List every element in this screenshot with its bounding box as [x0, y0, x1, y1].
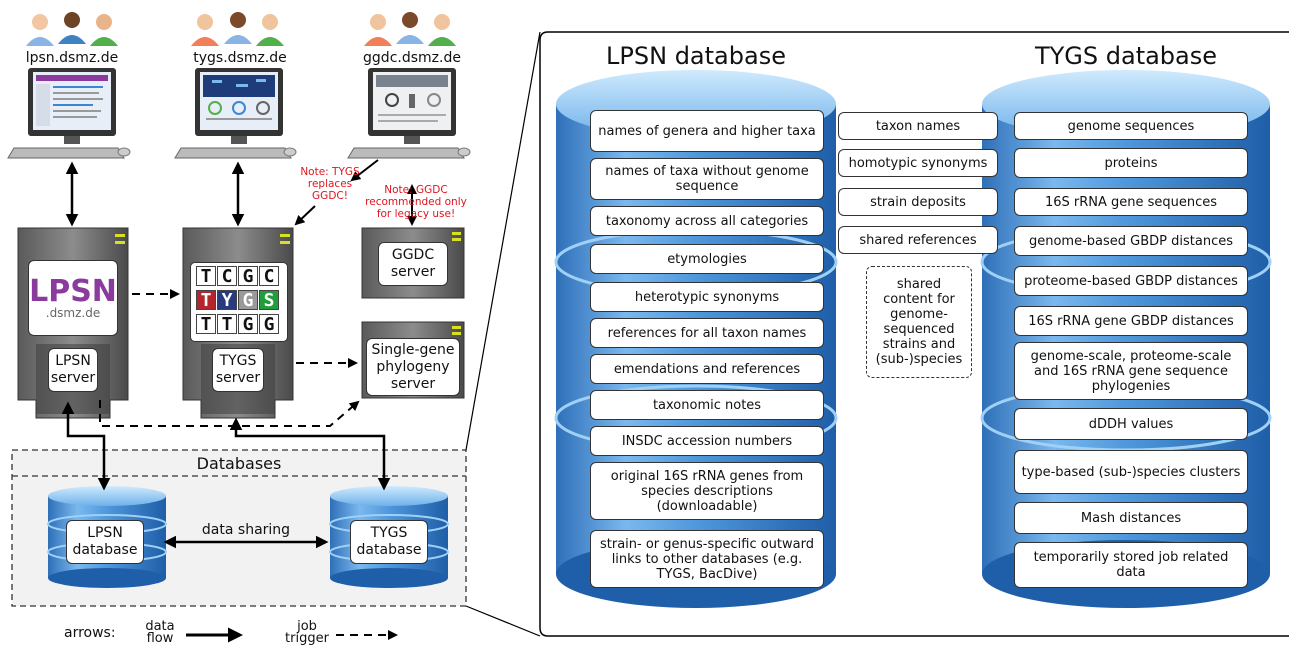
lpsn-item: names of taxa without genome sequence	[590, 158, 824, 200]
data-sharing-label: data sharing	[201, 522, 291, 538]
tile: C	[217, 266, 237, 287]
lpsn-db-label: LPSN database	[66, 520, 144, 564]
tygs-item: genome-based GBDP distances	[1014, 226, 1248, 256]
lpsn-database-title: LPSN database	[606, 42, 786, 70]
tile: S	[259, 290, 279, 311]
computer-icon-lpsn	[7, 68, 131, 159]
shared-item: taxon names	[838, 112, 998, 140]
ggdc-server-label: GGDC server	[378, 242, 448, 286]
legend-data-flow-label: data flow	[145, 619, 175, 646]
tile: T	[217, 314, 237, 335]
lpsn-item: etymologies	[590, 244, 824, 274]
arrow-note-to-tygs	[294, 205, 316, 226]
tile: G	[238, 266, 258, 287]
tile: G	[238, 314, 258, 335]
users-icon-ggdc	[364, 12, 456, 46]
lpsn-logo-sub: .dsmz.de	[45, 305, 101, 320]
arrow-ggdc-to-note	[350, 159, 379, 182]
note-tygs-replaces: Note: TYGS replaces GGDC!	[300, 166, 360, 202]
lpsn-logo: LPSN .dsmz.de	[28, 260, 118, 336]
lpsn-item: references for all taxon names	[590, 318, 824, 348]
lpsn-item: taxonomy across all categories	[590, 206, 824, 236]
lpsn-item: INSDC accession numbers	[590, 426, 824, 456]
zoom-line-top	[465, 31, 541, 451]
site-label-ggdc[interactable]: ggdc.dsmz.de	[363, 50, 461, 66]
shared-item: shared references	[838, 226, 998, 254]
tile: Y	[217, 290, 237, 311]
legend-arrows-label: arrows:	[64, 625, 116, 641]
tile: C	[259, 266, 279, 287]
lpsn-item: names of genera and higher taxa	[590, 110, 824, 152]
lpsn-item: original 16S rRNA genes from species des…	[590, 462, 824, 520]
arrow-lpsn-server-db	[61, 401, 111, 491]
tygs-item: proteins	[1014, 148, 1248, 178]
computer-icon-ggdc	[347, 68, 471, 159]
zoom-line-bottom	[465, 605, 541, 637]
site-label-lpsn[interactable]: lpsn.dsmz.de	[25, 50, 119, 66]
tygs-server-label: TYGS server	[212, 348, 264, 392]
computer-icon-tygs	[174, 68, 297, 159]
tygs-item: dDDH values	[1014, 408, 1248, 440]
users-icon-lpsn	[26, 12, 118, 46]
lpsn-item: emendations and references	[590, 354, 824, 384]
lpsn-item: taxonomic notes	[590, 390, 824, 420]
tile: G	[259, 314, 279, 335]
trigger-lpsn-singlegene	[99, 400, 360, 427]
tygs-item: proteome-based GBDP distances	[1014, 266, 1248, 296]
lpsn-item: strain- or genus-specific outward links …	[590, 530, 824, 588]
tile: G	[238, 290, 258, 311]
shared-item: homotypic synonyms	[838, 149, 998, 177]
tile: T	[196, 314, 216, 335]
tygs-item: temporarily stored job related data	[1014, 542, 1248, 588]
tygs-item: genome sequences	[1014, 112, 1248, 140]
arrow-tygs-server-db	[229, 417, 391, 491]
tygs-item: type-based (sub-)species clusters	[1014, 450, 1248, 494]
lpsn-logo-main: LPSN	[29, 273, 117, 309]
tygs-db-label: TYGS database	[350, 520, 428, 564]
lpsn-server-label: LPSN server	[48, 348, 98, 392]
tygs-item: 16S rRNA gene sequences	[1014, 188, 1248, 216]
databases-title: Databases	[196, 454, 282, 473]
legend-job-trigger-label: job trigger	[285, 619, 329, 646]
note-ggdc-legacy: Note: GGDC recommended only for legacy u…	[365, 184, 467, 220]
tile: T	[196, 290, 216, 311]
single-gene-server-label: Single-gene phylogeny server	[366, 338, 460, 396]
users-icon-tygs	[191, 12, 284, 46]
tygs-item: 16S rRNA gene GBDP distances	[1014, 306, 1248, 336]
tygs-item: genome-scale, proteome-scale and 16S rRN…	[1014, 342, 1248, 400]
shared-content-note: shared content for genome-sequenced stra…	[866, 266, 972, 378]
tygs-item: Mash distances	[1014, 502, 1248, 534]
shared-item: strain deposits	[838, 188, 998, 216]
site-label-tygs[interactable]: tygs.dsmz.de	[193, 50, 287, 66]
detail-frame	[539, 31, 1289, 637]
tygs-database-title: TYGS database	[1034, 42, 1218, 70]
tile: T	[196, 266, 216, 287]
lpsn-item: heterotypic synonyms	[590, 282, 824, 312]
